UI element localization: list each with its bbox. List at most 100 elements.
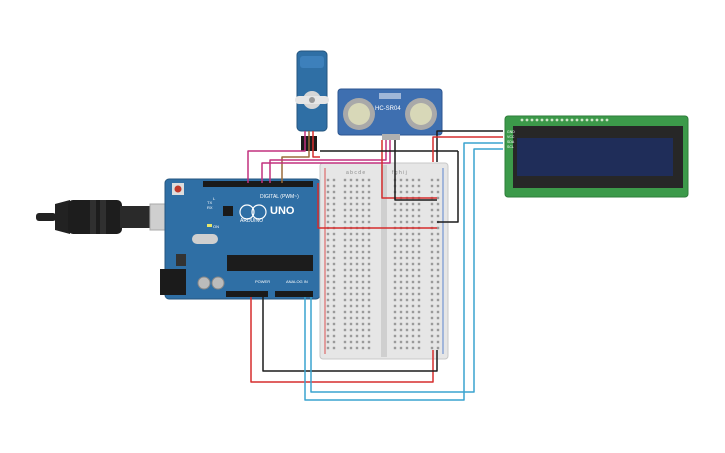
breadboard-hole[interactable] [332, 328, 336, 332]
breadboard-hole[interactable] [343, 268, 347, 272]
breadboard-hole[interactable] [399, 322, 403, 326]
breadboard-hole[interactable] [430, 190, 434, 194]
breadboard-hole[interactable] [393, 334, 397, 338]
breadboard-hole[interactable] [343, 184, 347, 188]
breadboard-hole[interactable] [361, 280, 365, 284]
breadboard-hole[interactable] [405, 208, 409, 212]
breadboard-hole[interactable] [405, 292, 409, 296]
breadboard-hole[interactable] [326, 184, 330, 188]
lcd-display[interactable]: GND VCC SDA SCL [504, 115, 689, 198]
breadboard-hole[interactable] [326, 292, 330, 296]
breadboard-hole[interactable] [411, 334, 415, 338]
breadboard-hole[interactable] [436, 316, 440, 320]
ultrasonic-sensor[interactable]: HC-SR04 [337, 88, 443, 140]
breadboard-hole[interactable] [343, 178, 347, 182]
breadboard-hole[interactable] [343, 328, 347, 332]
breadboard-hole[interactable] [430, 220, 434, 224]
breadboard-hole[interactable] [417, 328, 421, 332]
breadboard-hole[interactable] [355, 274, 359, 278]
breadboard-hole[interactable] [399, 244, 403, 248]
breadboard-hole[interactable] [349, 214, 353, 218]
breadboard-hole[interactable] [332, 196, 336, 200]
breadboard-hole[interactable] [326, 334, 330, 338]
breadboard-hole[interactable] [430, 340, 434, 344]
breadboard-hole[interactable] [436, 178, 440, 182]
breadboard-hole[interactable] [430, 292, 434, 296]
breadboard-hole[interactable] [367, 328, 371, 332]
wire-arduino-gnd-top[interactable] [437, 151, 459, 223]
breadboard-hole[interactable] [332, 232, 336, 236]
breadboard-hole[interactable] [399, 232, 403, 236]
breadboard-hole[interactable] [430, 268, 434, 272]
breadboard-hole[interactable] [367, 346, 371, 350]
breadboard-hole[interactable] [343, 304, 347, 308]
breadboard-hole[interactable] [367, 322, 371, 326]
breadboard-hole[interactable] [367, 340, 371, 344]
breadboard-hole[interactable] [361, 310, 365, 314]
breadboard-hole[interactable] [411, 190, 415, 194]
breadboard-hole[interactable] [343, 214, 347, 218]
breadboard-hole[interactable] [411, 280, 415, 284]
breadboard-hole[interactable] [355, 310, 359, 314]
breadboard-hole[interactable] [405, 322, 409, 326]
breadboard-hole[interactable] [326, 256, 330, 260]
breadboard-hole[interactable] [399, 304, 403, 308]
breadboard-hole[interactable] [349, 298, 353, 302]
breadboard-hole[interactable] [393, 298, 397, 302]
wire-servo-gnd[interactable] [281, 131, 310, 183]
breadboard-hole[interactable] [361, 256, 365, 260]
breadboard-hole[interactable] [405, 310, 409, 314]
wire-lcd-gnd[interactable] [436, 130, 503, 162]
breadboard-hole[interactable] [411, 220, 415, 224]
breadboard-hole[interactable] [355, 292, 359, 296]
breadboard-hole[interactable] [355, 238, 359, 242]
breadboard-hole[interactable] [326, 298, 330, 302]
breadboard-hole[interactable] [411, 208, 415, 212]
breadboard-hole[interactable] [361, 220, 365, 224]
breadboard-hole[interactable] [343, 202, 347, 206]
breadboard-hole[interactable] [405, 202, 409, 206]
breadboard-hole[interactable] [405, 328, 409, 332]
breadboard-hole[interactable] [417, 286, 421, 290]
breadboard-hole[interactable] [367, 208, 371, 212]
breadboard-hole[interactable] [349, 328, 353, 332]
breadboard-hole[interactable] [332, 184, 336, 188]
breadboard-hole[interactable] [367, 232, 371, 236]
breadboard-hole[interactable] [393, 202, 397, 206]
breadboard-hole[interactable] [399, 184, 403, 188]
breadboard-hole[interactable] [417, 202, 421, 206]
breadboard-hole[interactable] [326, 232, 330, 236]
breadboard-hole[interactable] [399, 220, 403, 224]
breadboard-hole[interactable] [326, 214, 330, 218]
breadboard-hole[interactable] [399, 214, 403, 218]
breadboard-hole[interactable] [393, 316, 397, 320]
breadboard-hole[interactable] [355, 280, 359, 284]
breadboard-hole[interactable] [361, 328, 365, 332]
breadboard-hole[interactable] [326, 220, 330, 224]
breadboard-hole[interactable] [393, 310, 397, 314]
breadboard-hole[interactable] [332, 238, 336, 242]
breadboard-hole[interactable] [393, 262, 397, 266]
breadboard-hole[interactable] [436, 214, 440, 218]
breadboard-hole[interactable] [349, 340, 353, 344]
breadboard-hole[interactable] [417, 340, 421, 344]
breadboard-hole[interactable] [326, 280, 330, 284]
breadboard-hole[interactable] [326, 304, 330, 308]
breadboard-hole[interactable] [430, 346, 434, 350]
breadboard-hole[interactable] [326, 250, 330, 254]
breadboard-hole[interactable] [343, 256, 347, 260]
breadboard-hole[interactable] [393, 346, 397, 350]
breadboard-hole[interactable] [355, 328, 359, 332]
breadboard-hole[interactable] [393, 214, 397, 218]
wire-arduino-5v[interactable] [317, 183, 437, 229]
breadboard-hole[interactable] [417, 280, 421, 284]
breadboard-hole[interactable] [332, 268, 336, 272]
breadboard-hole[interactable] [417, 292, 421, 296]
breadboard-hole[interactable] [355, 196, 359, 200]
breadboard-hole[interactable] [355, 208, 359, 212]
breadboard-hole[interactable] [332, 310, 336, 314]
breadboard-hole[interactable] [393, 250, 397, 254]
breadboard-hole[interactable] [405, 268, 409, 272]
breadboard-hole[interactable] [411, 340, 415, 344]
breadboard-hole[interactable] [361, 196, 365, 200]
